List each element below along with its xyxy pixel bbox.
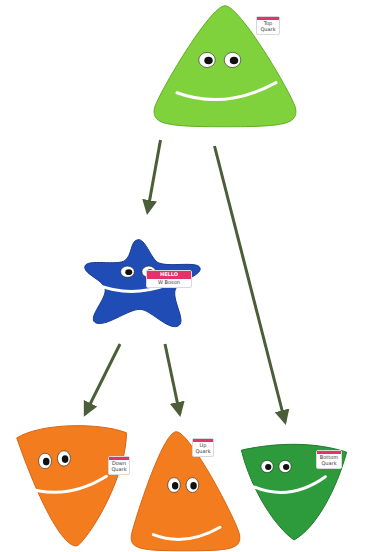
tag-text: W Boson — [148, 280, 190, 286]
tag-text: Top Quark — [258, 21, 278, 33]
name-tag: Top Quark — [256, 16, 280, 35]
bottom-quark-plush: Bottom Quark — [238, 440, 350, 542]
tag-text: Up Quark — [194, 443, 212, 455]
plush-shape — [128, 428, 243, 552]
name-tag: HELLOW Boson — [146, 270, 192, 288]
tag-text: Down Quark — [110, 461, 128, 473]
w-boson-plush: HELLOW Boson — [80, 236, 205, 330]
name-tag: Up Quark — [192, 438, 214, 457]
plush-shape — [12, 420, 130, 548]
name-tag: Down Quark — [108, 456, 130, 475]
arrow-connector — [85, 344, 120, 414]
arrow-connector — [215, 146, 286, 422]
arrow-connector — [165, 344, 180, 414]
up-quark-plush: Up Quark — [128, 428, 243, 552]
down-quark-plush: Down Quark — [12, 420, 130, 548]
tag-text: HELLO — [147, 271, 191, 279]
arrow-connector — [148, 140, 161, 212]
tag-text: Bottom Quark — [318, 455, 340, 467]
top-quark-plush: Top Quark — [150, 2, 300, 128]
name-tag: Bottom Quark — [316, 450, 342, 469]
